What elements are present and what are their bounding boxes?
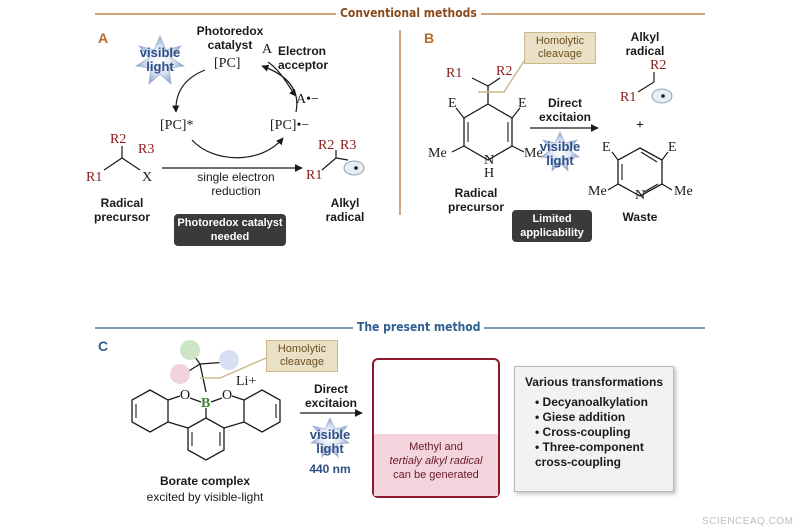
alkyl-radical-a-bonds: [321, 157, 337, 171]
pc-excited-state: [PC]*: [160, 118, 194, 133]
direct-excitation-label-c: Direct excitaion: [304, 382, 358, 410]
alkyl-r2-a: R2: [318, 138, 335, 153]
direct-excitation-label-b: Direct excitaion: [538, 96, 592, 124]
light-word-c: light: [316, 441, 344, 456]
cleavage-leader-b: [478, 51, 531, 93]
dhp-e-left: E: [448, 96, 457, 111]
alkyl-r3-a: R3: [340, 138, 357, 153]
electron-acceptor-label: Electron acceptor: [278, 44, 329, 72]
transform-item-2: • Giese addition: [535, 410, 626, 424]
lithium-cation: Li+: [236, 374, 257, 389]
borate-complex-label: Borate complex: [159, 474, 251, 488]
pyr-me-left: Me: [588, 184, 607, 199]
panel-a-letter: A: [98, 30, 109, 46]
precursor-x: X: [142, 170, 153, 185]
cycle-arrow-bottom: [191, 137, 284, 159]
dhp-e-right: E: [518, 96, 527, 111]
single-electron-reduction-label: single electron reduction: [197, 170, 275, 198]
light-word: light: [146, 59, 174, 74]
light-word-b: light: [546, 153, 574, 168]
visible-word: visible: [139, 45, 181, 60]
cleavage-leader-c: [200, 357, 267, 379]
substituent-ball-blue: [219, 350, 239, 370]
plus-sign: +: [636, 118, 644, 133]
excited-by-label: excited by visible-light: [146, 490, 264, 504]
pc-radical-anion: [PC]•−: [270, 118, 310, 133]
acceptor-radical-anion: A•−: [296, 92, 319, 107]
watermark: SCIENCEAQ.COM: [702, 516, 794, 527]
photoredox-needed-box: Photoredox catalyst needed: [174, 214, 286, 246]
precursor-bonds: [103, 157, 141, 171]
dhp-me-left: Me: [428, 146, 447, 161]
present-method-header: The present method: [353, 320, 485, 334]
dhp-r2: R2: [496, 64, 513, 79]
visible-light-star-b: [539, 131, 581, 173]
boron-atom: B: [201, 396, 211, 411]
result-line1: Methyl and: [409, 441, 463, 453]
alkyl-r1-b: R1: [620, 90, 637, 105]
left-aryl-ring: [131, 389, 169, 433]
wavelength-label: 440 nm: [309, 462, 351, 476]
substituent-ball-green: [180, 340, 200, 360]
dihydropyridine-ring: [463, 103, 513, 161]
acceptor-arrow: [267, 61, 297, 97]
panel-c-letter: C: [98, 338, 109, 354]
pc-ground-state: [PC]: [214, 56, 241, 71]
transformations-list: • Decyanoalkylation • Giese addition • C…: [535, 395, 673, 470]
visible-light-label-b: visible light: [530, 140, 590, 168]
oxygen-left: O: [180, 388, 191, 403]
result-box: Methyl and tertialy alkyl radical can be…: [372, 358, 500, 498]
visible-light-star-a: [134, 34, 186, 86]
conventional-methods-header: Conventional methods: [336, 6, 481, 20]
transformations-box: Various transformations • Decyanoalkylat…: [514, 366, 674, 492]
dhp-r1: R1: [446, 66, 463, 81]
alkyl-radical-label-a: Alkyl radical: [325, 196, 365, 224]
radical-orbital-a: [343, 160, 365, 176]
cycle-arrow-pc-to-pcstar: [172, 69, 206, 113]
transform-item-3: • Cross-coupling: [535, 425, 631, 439]
homolytic-cleavage-box-b: Homolytic cleavage: [524, 32, 596, 64]
visible-word-b: visible: [539, 139, 581, 154]
photoredox-catalyst-label: Photoredox catalyst: [196, 24, 264, 52]
center-aryl-ring: [187, 417, 225, 461]
transform-item-4: • Three-component cross-coupling: [535, 440, 644, 469]
visible-light-label-c: visible light: [300, 428, 360, 456]
radical-precursor-label-a: Radical precursor: [93, 196, 151, 224]
precursor-r2: R2: [110, 132, 127, 147]
visible-light-star-c: [309, 417, 351, 459]
pyr-e-left: E: [602, 140, 611, 155]
precursor-r3: R3: [138, 142, 155, 157]
homolytic-cleavage-box-c: Homolytic cleavage: [266, 340, 338, 372]
result-line3: can be generated: [393, 469, 479, 481]
dhp-me-right: Me: [524, 146, 543, 161]
dhp-nh: N H: [483, 153, 495, 181]
pyr-me-right: Me: [674, 184, 693, 199]
alkyl-r1-a: R1: [306, 168, 323, 183]
cycle-arrow-radical-to-pc: [261, 64, 298, 113]
pyr-e-right: E: [668, 140, 677, 155]
pyr-n: N: [635, 188, 646, 203]
result-line2: tertialy alkyl radical: [389, 455, 483, 467]
transformations-title: Various transformations: [524, 375, 664, 389]
substituent-ball-pink: [170, 364, 190, 384]
right-aryl-ring: [243, 389, 281, 433]
alkyl-radical-b-bonds: [637, 81, 655, 93]
oxygen-right: O: [222, 388, 233, 403]
result-text: Methyl and tertialy alkyl radical can be…: [374, 434, 498, 496]
alkyl-r2-b: R2: [650, 58, 667, 73]
waste-label: Waste: [622, 210, 658, 224]
radical-precursor-label-b: Radical precursor: [447, 186, 505, 214]
limited-applicability-box: Limited applicability: [512, 210, 592, 242]
transform-item-1: • Decyanoalkylation: [535, 395, 648, 409]
visible-word-c: visible: [309, 427, 351, 442]
panel-b-letter: B: [424, 30, 435, 46]
acceptor-a: A: [262, 42, 273, 57]
alkyl-radical-label-b: Alkyl radical: [625, 30, 665, 58]
precursor-r1: R1: [86, 170, 103, 185]
visible-light-label-a: visible light: [130, 46, 190, 74]
